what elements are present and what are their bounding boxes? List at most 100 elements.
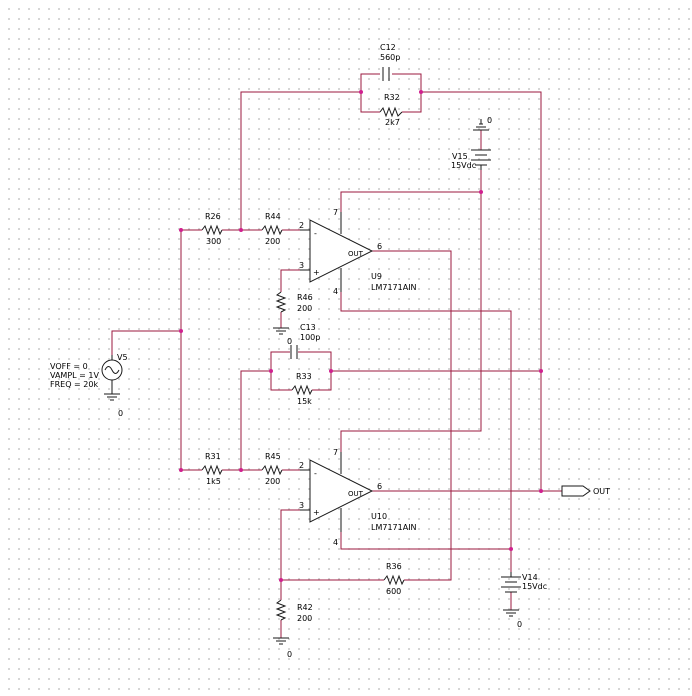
wire xyxy=(111,330,181,355)
junction-dot xyxy=(279,578,283,582)
battery-v15[interactable]: V15 15Vdc xyxy=(451,149,491,170)
resistor-r45[interactable]: R45 200 xyxy=(261,452,283,486)
u9-part: LM7171AIN xyxy=(371,283,417,292)
r33-ref: R33 xyxy=(296,372,312,381)
v5-vampl: VAMPL = 1V xyxy=(50,371,99,380)
output-port[interactable]: OUT xyxy=(561,485,610,497)
u9-plus: + xyxy=(313,268,320,277)
r31-ref: R31 xyxy=(205,452,221,461)
r26-value: 300 xyxy=(206,237,221,246)
r33-value: 15k xyxy=(297,397,312,406)
wire xyxy=(270,351,290,371)
r45-value: 200 xyxy=(265,477,280,486)
source-v5[interactable]: V5 VOFF = 0 VAMPL = 1V FREQ = 20k xyxy=(50,353,128,394)
u10-pin4: 4 xyxy=(333,538,338,547)
opamp-u10[interactable]: - + 2 3 7 4 6 OUT U10 LM7171AIN xyxy=(299,448,417,547)
u9-minus: - xyxy=(314,229,317,238)
resistor-r31[interactable]: R31 1k5 xyxy=(201,452,223,486)
junction-dot xyxy=(179,468,183,472)
wire xyxy=(240,91,361,230)
u9-ref: U9 xyxy=(371,272,382,281)
u9-pin2: 2 xyxy=(299,221,304,230)
r42-ref: R42 xyxy=(297,603,313,612)
wire xyxy=(372,250,452,581)
capacitor-c12[interactable]: C12 560p xyxy=(380,43,400,81)
junction-dot xyxy=(539,369,543,373)
resistor-r36[interactable]: R36 600 xyxy=(383,562,405,596)
ground-v5: 0 xyxy=(104,393,123,418)
ground-r46: 0 xyxy=(273,327,292,346)
junction-dot xyxy=(239,468,243,472)
wire xyxy=(392,73,422,92)
resistor-r32[interactable]: R32 2k7 xyxy=(379,93,403,127)
c12-value: 560p xyxy=(380,53,400,62)
r36-ref: R36 xyxy=(386,562,402,571)
v14-value: 15Vdc xyxy=(522,582,547,591)
junction-dots xyxy=(179,90,543,582)
r44-value: 200 xyxy=(265,237,280,246)
wire xyxy=(280,509,310,600)
capacitor-c13[interactable]: C13 100p xyxy=(290,323,320,359)
junction-dot xyxy=(539,489,543,493)
opamp-u9[interactable]: - + 2 3 7 4 6 OUT U9 LM7171AIN xyxy=(299,208,417,296)
wire xyxy=(240,370,271,470)
ground-label: 0 xyxy=(287,337,292,346)
u10-pin2: 2 xyxy=(299,461,304,470)
junction-dot xyxy=(359,90,363,94)
wire xyxy=(340,191,481,222)
junction-dot xyxy=(329,369,333,373)
u10-pin6: 6 xyxy=(377,482,382,491)
resistor-r42[interactable]: R42 200 xyxy=(275,599,313,623)
c13-ref: C13 xyxy=(300,323,316,332)
ground-label: 0 xyxy=(287,650,292,659)
ground-v15: 0 xyxy=(473,116,492,131)
junction-dot xyxy=(269,369,273,373)
resistor-r26[interactable]: R26 300 xyxy=(201,212,223,246)
u10-pin7: 7 xyxy=(333,448,338,457)
u10-part: LM7171AIN xyxy=(371,523,417,532)
wire xyxy=(360,92,380,113)
resistor-r33[interactable]: R33 15k xyxy=(291,372,313,406)
u9-out-label: OUT xyxy=(348,250,364,258)
u10-pin3: 3 xyxy=(299,501,304,510)
r46-value: 200 xyxy=(297,304,312,313)
r42-value: 200 xyxy=(297,614,312,623)
wire xyxy=(270,371,292,391)
r31-value: 1k5 xyxy=(206,477,221,486)
u9-pin6: 6 xyxy=(377,242,382,251)
ground-label: 0 xyxy=(118,409,123,418)
wire xyxy=(360,73,380,92)
r46-ref: R46 xyxy=(297,293,313,302)
r36-value: 600 xyxy=(386,587,401,596)
v5-voff: VOFF = 0 xyxy=(50,362,88,371)
u9-pin3: 3 xyxy=(299,261,304,270)
wire xyxy=(340,170,482,460)
junction-dot xyxy=(509,547,513,551)
junction-dot xyxy=(479,190,483,194)
wire xyxy=(402,92,422,113)
wire xyxy=(421,91,542,491)
v5-freq: FREQ = 20k xyxy=(50,380,98,389)
resistor-r44[interactable]: R44 200 xyxy=(261,212,283,246)
r32-value: 2k7 xyxy=(385,118,400,127)
out-port-label: OUT xyxy=(593,487,610,496)
u10-ref: U10 xyxy=(371,512,387,521)
u10-plus: + xyxy=(313,508,320,517)
v5-ref: V5 xyxy=(117,353,128,362)
ground-label: 0 xyxy=(517,620,522,629)
r32-ref: R32 xyxy=(384,93,400,102)
battery-v14[interactable]: V14 15Vdc xyxy=(501,572,547,593)
u9-pin4: 4 xyxy=(333,287,338,296)
v14-ref: V14 xyxy=(522,573,538,582)
v15-value: 15Vdc xyxy=(451,161,476,170)
resistor-r46[interactable]: R46 200 xyxy=(275,291,313,313)
ground-label: 0 xyxy=(487,116,492,125)
ground-v14: 0 xyxy=(503,609,522,629)
u10-minus: - xyxy=(314,469,317,478)
ground-r42: 0 xyxy=(273,637,292,659)
u10-out-label: OUT xyxy=(348,490,364,498)
c13-value: 100p xyxy=(300,333,320,342)
wire xyxy=(298,351,332,371)
